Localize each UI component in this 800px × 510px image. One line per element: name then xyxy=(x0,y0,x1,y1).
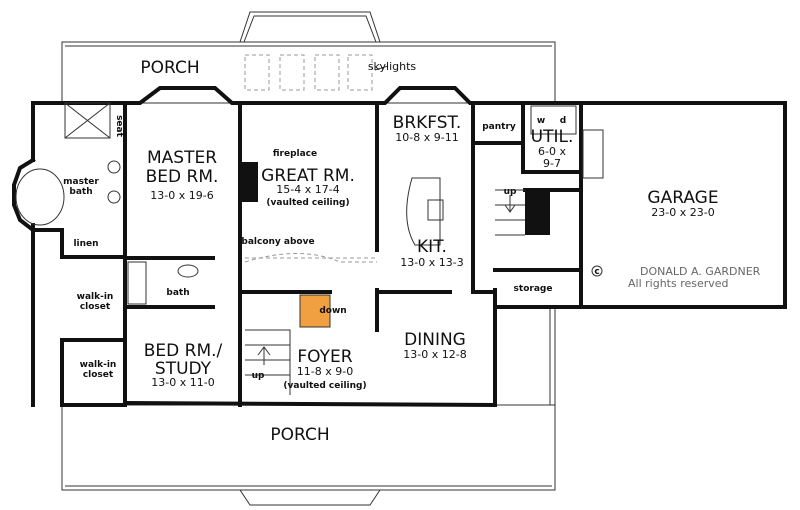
copyright-rights: All rights reserved xyxy=(628,277,729,290)
walkin-closet1-label: walk-in xyxy=(77,292,114,302)
great-room-name: GREAT RM. xyxy=(261,166,355,186)
master-bed-name2: BED RM. xyxy=(146,167,219,187)
garage-name: GARAGE xyxy=(647,188,718,208)
stair-up-label: up xyxy=(252,371,265,381)
walkin-closet1-label2: closet xyxy=(80,302,111,312)
seat-label: seat xyxy=(114,115,124,138)
master-bed-name: MASTER xyxy=(147,148,217,168)
walls xyxy=(12,86,787,408)
kit-name: KIT. xyxy=(417,237,447,257)
great-room-dim: 15-4 x 17-4 xyxy=(276,183,339,196)
pantry-label: pantry xyxy=(482,122,516,132)
garage-stair-up-label: up xyxy=(504,187,517,197)
util-dim2: 9-7 xyxy=(543,157,561,170)
util-dim1: 6-0 x xyxy=(538,145,566,158)
study-name2: STUDY xyxy=(155,359,212,379)
copyright-icon xyxy=(591,265,603,277)
dining-dim: 13-0 x 12-8 xyxy=(403,348,466,361)
foyer-dim: 11-8 x 9-0 xyxy=(297,365,353,378)
dryer-label: d xyxy=(560,116,566,126)
study-dim: 13-0 x 11-0 xyxy=(151,376,214,389)
master-bath-label2: bath xyxy=(69,187,92,197)
master-bed-dim: 13-0 x 19-6 xyxy=(150,189,213,202)
bath-label: bath xyxy=(166,288,189,298)
kit-dim: 13-0 x 13-3 xyxy=(400,256,463,269)
master-bath-label: master xyxy=(63,177,99,187)
walkin-closet2-label2: closet xyxy=(83,370,114,380)
copyright-symbol: c xyxy=(594,267,599,277)
fireplace-label: fireplace xyxy=(273,149,317,159)
porch-top-label: PORCH xyxy=(140,58,199,78)
skylights xyxy=(244,54,389,91)
storage-label: storage xyxy=(514,284,553,294)
great-room-note: (vaulted ceiling) xyxy=(266,198,349,208)
copyright-name: DONALD A. GARDNER xyxy=(640,265,761,278)
util-name: UTIL. xyxy=(531,127,574,147)
porch-bottom-label: PORCH xyxy=(270,425,329,445)
washer-label: w xyxy=(537,116,545,126)
stair-down-label: down xyxy=(319,306,346,316)
fixtures xyxy=(15,102,604,395)
brkfst-name: BRKFST. xyxy=(393,113,462,133)
garage-dim: 23-0 x 23-0 xyxy=(651,206,714,219)
foyer-note: (vaulted ceiling) xyxy=(283,381,366,391)
stair-down-highlight xyxy=(299,294,331,328)
balcony-label: balcony above xyxy=(241,237,314,247)
study-name: BED RM./ xyxy=(144,341,223,361)
skylights-label: skylights xyxy=(368,60,417,73)
fireplace-icon xyxy=(240,162,258,202)
walkin-closet2-label: walk-in xyxy=(80,360,117,370)
foyer-name: FOYER xyxy=(297,347,352,367)
brkfst-dim: 10-8 x 9-11 xyxy=(395,131,458,144)
linen-label: linen xyxy=(73,239,98,249)
dining-name: DINING xyxy=(404,330,466,350)
